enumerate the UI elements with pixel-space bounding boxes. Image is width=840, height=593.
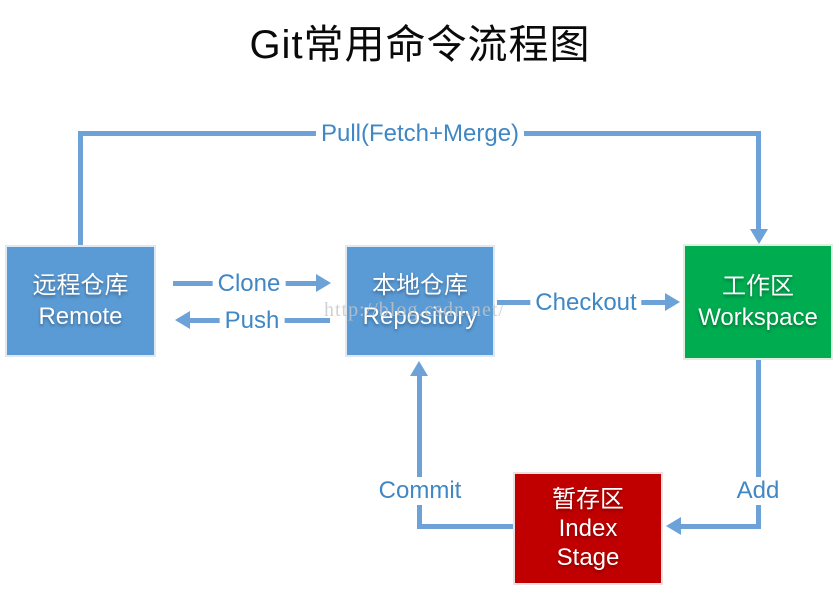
- diagram-title: Git常用命令流程图: [249, 23, 591, 67]
- watermark-text: http://blog.csdn.net/: [324, 299, 505, 321]
- commit-edge-label: Commit: [373, 477, 467, 505]
- node-index-label-en1: Index: [558, 515, 618, 542]
- node-workspace: 工作区 Workspace: [683, 244, 833, 360]
- node-remote-label-cn: 远程仓库: [32, 272, 129, 299]
- checkout-arrowhead-right-icon: [665, 293, 680, 311]
- node-remote-label-en: Remote: [38, 303, 123, 330]
- pull-edge-line-left: [78, 131, 83, 245]
- node-index-label-en2: Stage: [556, 544, 620, 571]
- node-index-label-cn: 暂存区: [552, 486, 624, 513]
- add-arrowhead-left-icon: [666, 517, 681, 535]
- pull-arrowhead-down-icon: [750, 229, 768, 244]
- node-repository-label-cn: 本地仓库: [372, 272, 468, 299]
- push-edge-label: Push: [219, 307, 285, 335]
- commit-edge-line-vertical: [417, 376, 422, 529]
- add-edge-line-horizontal: [681, 524, 761, 529]
- node-remote: 远程仓库 Remote: [5, 245, 156, 357]
- node-repository: 本地仓库 Repository: [345, 245, 495, 357]
- clone-edge-label: Clone: [212, 270, 286, 298]
- node-workspace-label-cn: 工作区: [722, 273, 794, 300]
- pull-edge-label: Pull(Fetch+Merge): [315, 120, 525, 148]
- checkout-edge-label: Checkout: [530, 289, 642, 317]
- node-workspace-label-en: Workspace: [698, 304, 818, 331]
- node-index-stage: 暂存区 Index Stage: [513, 472, 663, 585]
- commit-arrowhead-up-icon: [410, 361, 428, 376]
- push-arrowhead-left-icon: [175, 311, 190, 329]
- pull-edge-line-right: [756, 131, 761, 231]
- node-repository-label-en: Repository: [362, 303, 478, 330]
- commit-edge-line-horizontal: [417, 524, 513, 529]
- clone-arrowhead-right-icon: [316, 274, 331, 292]
- add-edge-label: Add: [731, 477, 785, 505]
- add-edge-line-vertical: [756, 360, 761, 529]
